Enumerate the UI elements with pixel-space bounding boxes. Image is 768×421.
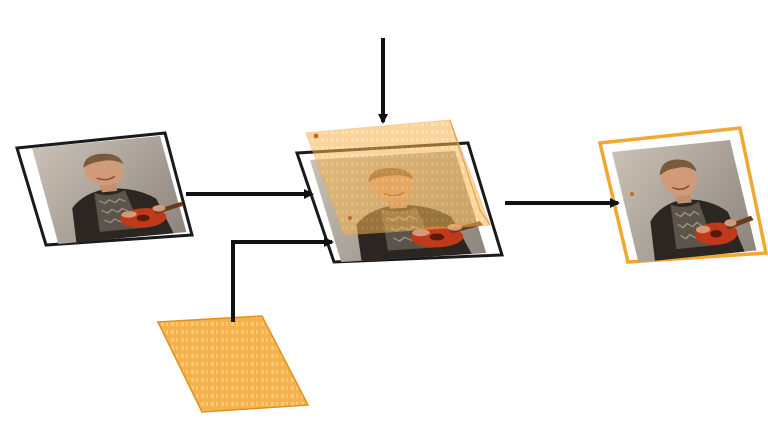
output-photo [597,126,768,264]
pattern-sheet [156,315,310,413]
output-anchor-dot [630,192,634,196]
pattern-to-combined-arrow [231,237,334,322]
combined-photo [294,119,504,264]
overlay-anchor-dot [348,216,352,220]
overlay-edge [449,119,491,226]
source-photo [15,131,194,247]
overlay-anchor-dot [313,133,319,139]
